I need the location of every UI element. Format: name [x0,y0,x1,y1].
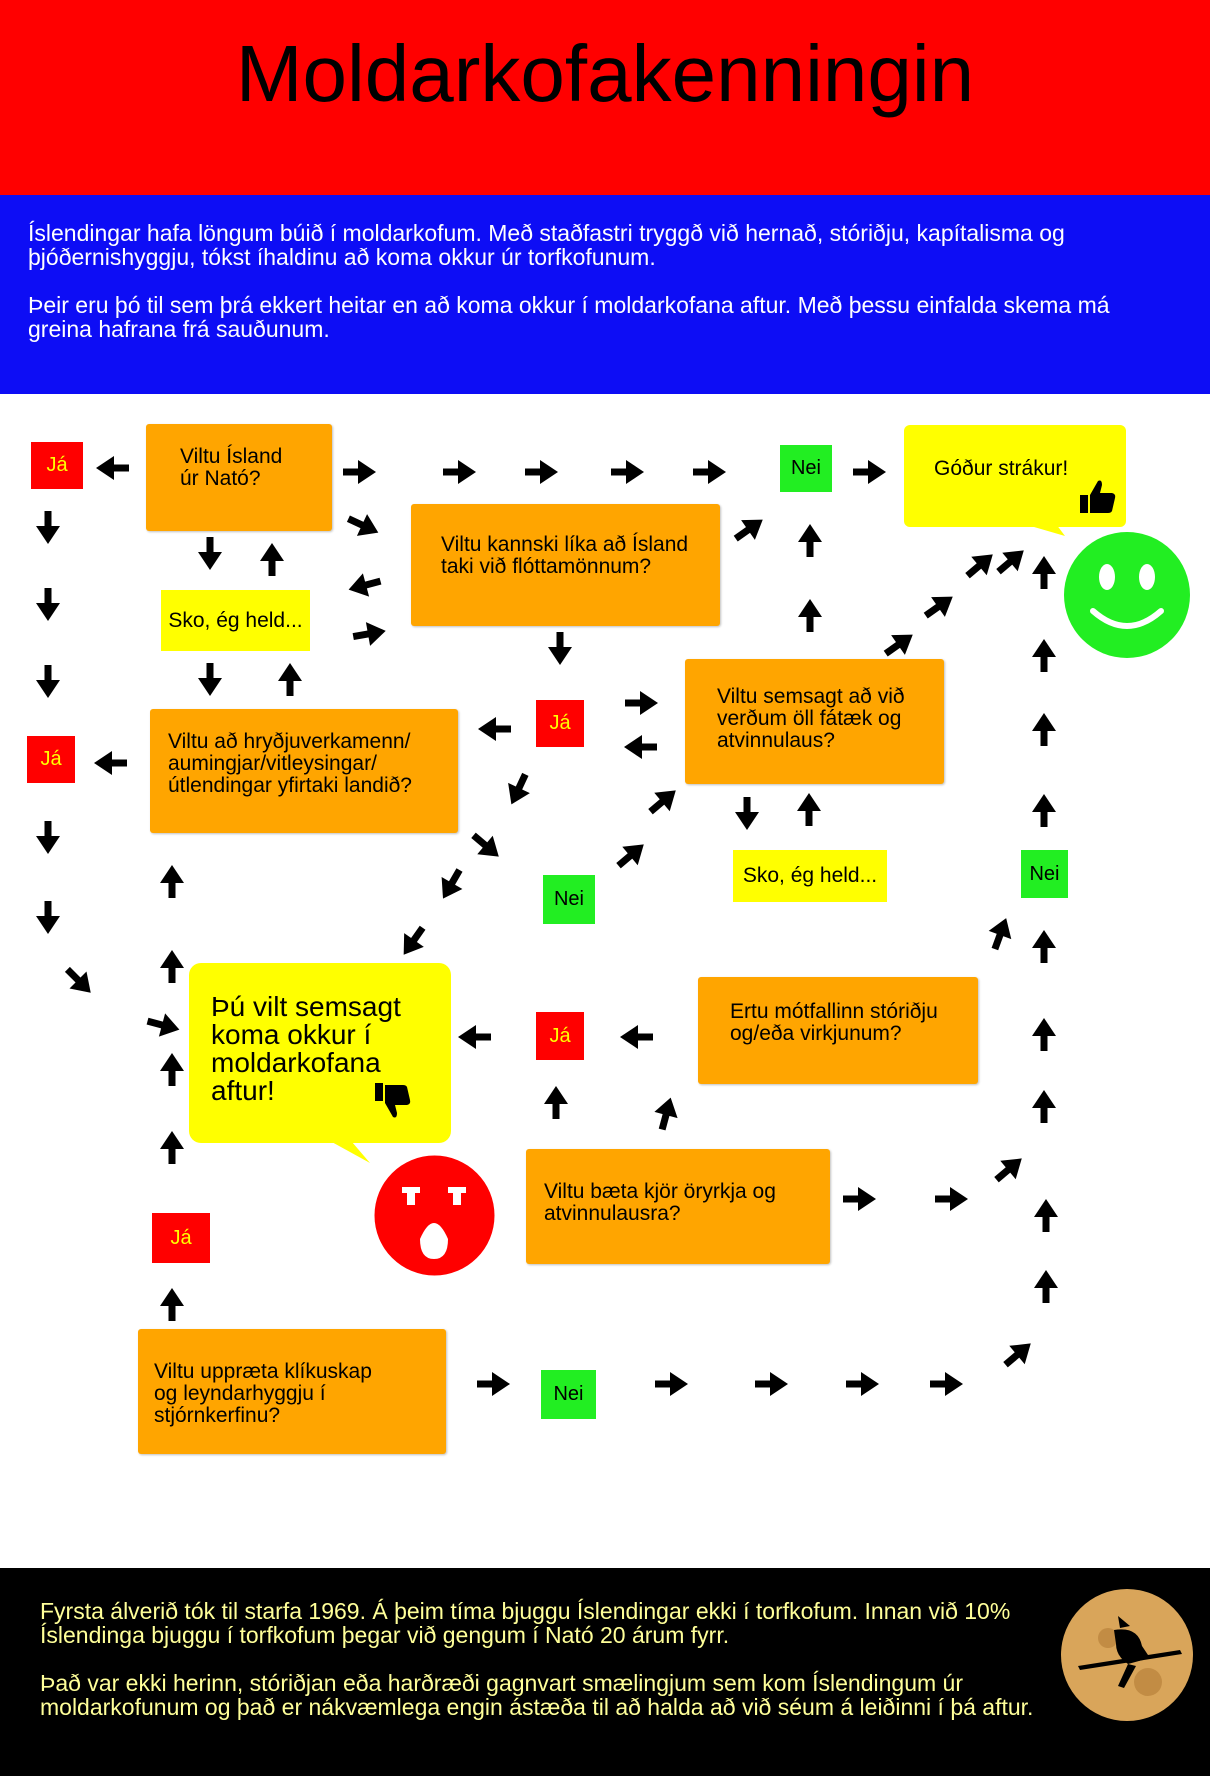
good-outcome-text: Góður strákur! [934,457,1069,480]
smiley-face-icon [1064,532,1190,658]
question-heavy-industry: Ertu mótfallinn stóriðju og/eða virkjunu… [698,977,978,1084]
nei-tag: Nei [541,1370,596,1419]
question-cronyism: Viltu uppræta klíkuskap og leyndarhyggju… [138,1329,446,1454]
ja-tag: Já [31,442,83,489]
bad-outcome-bubble: Þú vilt semsagt koma okkur í moldarkofan… [189,963,451,1143]
footer-paragraph-2: Það var ekki herinn, stóriðjan eða harðr… [40,1670,1034,1720]
page-title: Moldarkofakenningin [235,29,975,118]
nei-tag: Nei [543,875,595,924]
good-outcome-bubble: Góður strákur! [904,425,1126,527]
nei-tag: Nei [780,445,832,492]
thumbs-down-icon [375,1083,411,1118]
ja-tag: Já [27,736,75,783]
question-refugees: Viltu kannski líka að Ísland taki við fl… [411,504,720,626]
ja-tag: Já [152,1213,210,1263]
question-poverty: Viltu semsagt að við verðum öll fátæk og… [685,659,944,784]
nei-tag: Nei [1021,850,1068,898]
question-nato: Viltu Ísland úr Nató? [146,424,332,531]
witch-moon-icon [1061,1589,1193,1721]
question-heavy-industry-text: Ertu mótfallinn stóriðju og/eða virkjunu… [730,1000,938,1045]
question-poverty-text: Viltu semsagt að við verðum öll fátæk og… [717,685,905,752]
ja-tag: Já [536,1012,584,1060]
intro-paragraph-1: Íslendingar hafa löngum búið í moldarkof… [28,220,1065,270]
question-cronyism-text: Viltu uppræta klíkuskap og leyndarhyggju… [154,1360,372,1427]
ja-tag: Já [536,700,584,747]
shocked-face-icon [374,1155,495,1276]
thumbs-up-icon [1080,480,1116,513]
intro-paragraph-2: Þeir eru þó til sem þrá ekkert heitar en… [28,292,1110,342]
bad-outcome-text: Þú vilt semsagt koma okkur í moldarkofan… [211,991,401,1106]
question-nato-text: Viltu Ísland úr Nató? [180,445,283,490]
question-takeover-text: Viltu að hryðjuverkamenn/ aumingjar/vitl… [168,730,412,797]
intro-section: Íslendingar hafa löngum búið í moldarkof… [0,195,1210,394]
question-disabled-unemployed-text: Viltu bæta kjör öryrkja og atvinnulausra… [544,1180,776,1225]
footer-section: Fyrsta álverið tók til starfa 1969. Á þe… [0,1568,1210,1776]
sko-tag: Sko, ég held... [161,590,310,651]
question-refugees-text: Viltu kannski líka að Ísland taki við fl… [441,533,689,578]
sko-tag: Sko, ég held... [733,850,887,902]
question-takeover: Viltu að hryðjuverkamenn/ aumingjar/vitl… [150,709,458,833]
question-disabled-unemployed: Viltu bæta kjör öryrkja og atvinnulausra… [526,1149,830,1264]
footer-paragraph-1: Fyrsta álverið tók til starfa 1969. Á þe… [40,1598,1011,1648]
header-banner: Moldarkofakenningin [0,0,1210,195]
